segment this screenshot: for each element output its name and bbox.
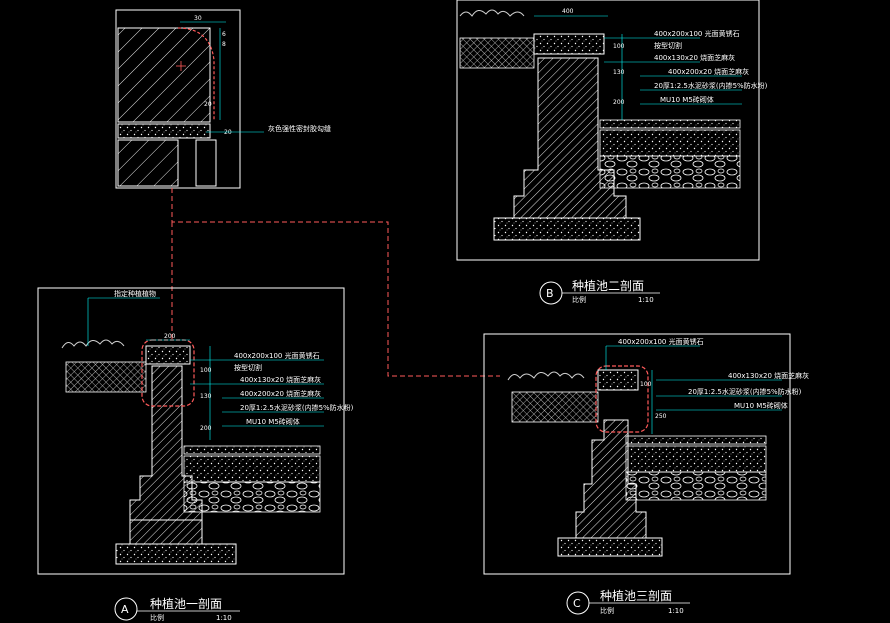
section-c-paving-top [625, 435, 767, 445]
joint-detail: 30 6 8 20 20 灰色强性密封胶勾缝 [115, 9, 331, 189]
section-c-dim-d1: 100 [640, 381, 652, 388]
section-a-dim-d1: 100 [200, 367, 212, 374]
section-b-dim-w: 400 [562, 8, 574, 15]
section-a-concrete [183, 455, 321, 483]
section-a-cap-stone [145, 345, 191, 365]
section-a-frame [37, 287, 345, 575]
detail-dim-mid: 20 [204, 101, 212, 108]
detail-sealant-note: 灰色强性密封胶勾缝 [268, 124, 331, 133]
section-c-soil [511, 391, 599, 423]
section-a: 指定种植植物 200 100 130 200 400x200x100 光面黄锈石… [37, 287, 354, 622]
section-a-dim-d3: 200 [200, 425, 212, 432]
section-c-title: 种植池三剖面 [600, 588, 672, 603]
section-a-footing-step [129, 519, 203, 545]
section-c-gravel [625, 471, 767, 501]
section-a-scale-value: 1:10 [216, 614, 232, 622]
section-b-dim-d2: 130 [613, 69, 625, 76]
section-b-planting [459, 9, 525, 17]
section-a-marker-circle [114, 597, 138, 621]
detail-joint-block [195, 139, 217, 187]
section-a-gravel [183, 481, 321, 513]
detail-dim-bot: 20 [224, 129, 232, 136]
section-b-cap-stone [533, 33, 605, 55]
section-a-note-6: MU10 M5砖砌体 [246, 417, 300, 426]
section-b-title: 种植池二剖面 [572, 278, 644, 293]
section-a-title: 种植池一剖面 [150, 596, 222, 611]
section-c-note-3: 20厚1:2.5水泥砂浆(内掺5%防水粉) [688, 387, 802, 396]
section-a-marker-letter: A [121, 603, 129, 616]
section-b-footing [493, 217, 641, 241]
section-a-plant-note: 指定种植植物 [114, 289, 156, 298]
section-b-frame [456, 0, 760, 261]
section-c-concrete [625, 445, 767, 473]
section-a-note-5: 20厚1:2.5水泥砂浆(内掺5%防水粉) [240, 403, 354, 412]
section-c-footing [557, 537, 663, 557]
section-c-detail-callout [595, 365, 649, 433]
section-b-note-6: MU10 M5砖砌体 [660, 95, 714, 104]
section-b: 400 100 130 200 400x200x100 光面黄锈石 按型切割 4… [456, 0, 768, 305]
section-a-soil [65, 361, 147, 393]
section-b-note-5: 20厚1:2.5水泥砂浆(内掺5%防水粉) [654, 81, 768, 90]
section-c-note-1: 400x200x100 光面黄锈石 [618, 337, 704, 346]
detail-dim-r1: 6 [222, 31, 226, 38]
section-b-note-2: 按型切割 [654, 41, 682, 50]
section-a-scale-label: 比例 [150, 613, 164, 622]
detail-mortar-layer [117, 123, 211, 139]
section-a-footing [115, 543, 237, 565]
section-c-scale-value: 1:10 [668, 607, 684, 615]
detail-highlight-curve [177, 27, 215, 120]
section-a-paving-top [183, 445, 321, 455]
section-c: 400x200x100 光面黄锈石 400x130x20 烧面芝麻灰 20厚1:… [483, 333, 809, 615]
section-b-gravel [599, 155, 741, 189]
section-c-frame [483, 333, 791, 575]
section-a-note-2: 按型切割 [234, 363, 262, 372]
detail-frame [115, 9, 241, 189]
section-b-scale-value: 1:10 [638, 296, 654, 304]
section-a-dim-w: 200 [164, 333, 176, 340]
section-a-note-3: 400x130x20 烧面芝麻灰 [240, 375, 321, 384]
section-c-marker-letter: C [573, 597, 581, 610]
detail-brick [117, 139, 179, 187]
detail-dim-top: 30 [194, 15, 202, 22]
callout-link-to-c [171, 188, 500, 377]
section-a-note-1: 400x200x100 光面黄锈石 [234, 351, 320, 360]
section-c-dim-d2: 250 [655, 413, 667, 420]
section-a-dim-d2: 130 [200, 393, 212, 400]
section-b-marker-letter: B [546, 287, 554, 300]
section-c-note-2: 400x130x20 烧面芝麻灰 [728, 371, 809, 380]
section-b-note-1: 400x200x100 光面黄锈石 [654, 29, 740, 38]
section-b-paving-top [599, 119, 741, 129]
section-c-scale-label: 比例 [600, 606, 614, 615]
section-a-note-4: 400x200x20 烧面芝麻灰 [240, 389, 321, 398]
section-b-note-3: 400x130x20 烧面芝麻灰 [654, 53, 735, 62]
section-a-planting [61, 339, 125, 349]
detail-dim-r2: 8 [222, 41, 226, 48]
section-b-soil [459, 37, 535, 69]
section-c-cap-stone [597, 369, 639, 391]
section-b-dim-d3: 200 [613, 99, 625, 106]
section-c-note-4: MU10 M5砖砌体 [734, 401, 788, 410]
section-b-concrete [599, 129, 741, 157]
section-b-note-4: 400x200x20 烧面芝麻灰 [668, 67, 749, 76]
detail-coping-stone [117, 27, 211, 123]
section-c-planting [507, 371, 585, 381]
section-b-dim-d1: 100 [613, 43, 625, 50]
section-b-scale-label: 比例 [572, 295, 586, 304]
